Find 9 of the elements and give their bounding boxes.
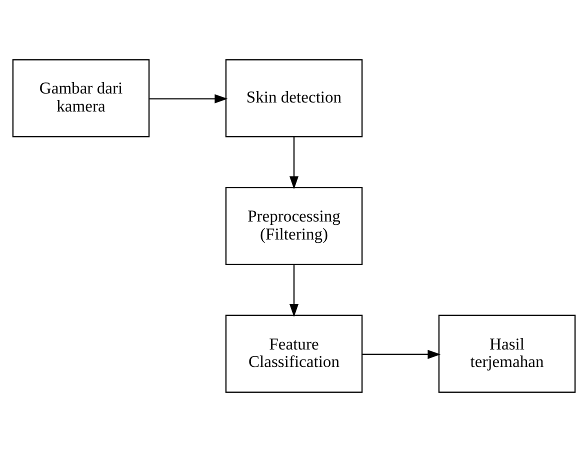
node-box: Preprocessing (Filtering) — [225, 186, 363, 265]
arrow — [289, 264, 299, 317]
node-box: Feature Classification — [225, 314, 363, 392]
arrow — [362, 349, 441, 358]
node-box: Hasil terjemahan — [438, 314, 576, 392]
arrow — [289, 136, 299, 189]
node-box: Skin detection — [225, 58, 363, 137]
node-box: Gambar dari kamera — [12, 58, 150, 137]
arrow — [150, 94, 228, 103]
